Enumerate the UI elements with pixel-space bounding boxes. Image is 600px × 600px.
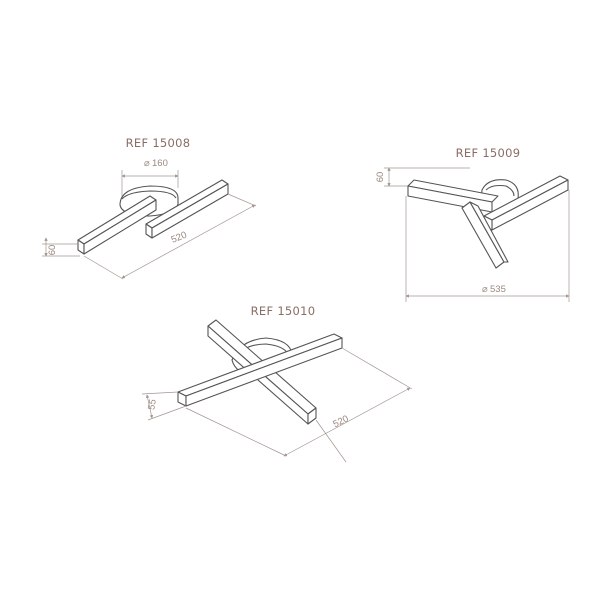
height-dimension: 60	[375, 167, 470, 187]
diameter-symbol: ⌀	[144, 158, 150, 169]
light-bar	[483, 175, 569, 231]
light-bar	[461, 201, 509, 269]
diameter-symbol: ⌀	[482, 284, 488, 295]
ref-15008-label: REF 15008	[126, 136, 191, 150]
ref-15010-label: REF 15010	[251, 304, 316, 318]
product-ref-15009: REF 15009 60	[375, 146, 570, 302]
light-bar	[77, 195, 157, 255]
height-dimension: 60	[42, 237, 80, 257]
base-diameter-dimension: ⌀ 160	[121, 158, 179, 196]
width-value: 520	[331, 413, 350, 430]
diameter-value: 535	[490, 284, 506, 295]
ref-15009-label: REF 15009	[456, 146, 521, 160]
product-ref-15010: REF 15010 55	[141, 304, 413, 463]
height-dimension: 55	[141, 391, 187, 421]
height-value: 55	[146, 398, 159, 410]
height-value: 60	[375, 172, 386, 183]
diameter-dimension: ⌀ 535	[405, 190, 570, 302]
product-ref-15008: REF 15008 ⌀ 160	[42, 136, 257, 280]
base-diameter-value: 160	[152, 158, 168, 169]
height-value: 60	[47, 245, 58, 256]
light-bar	[407, 179, 499, 213]
